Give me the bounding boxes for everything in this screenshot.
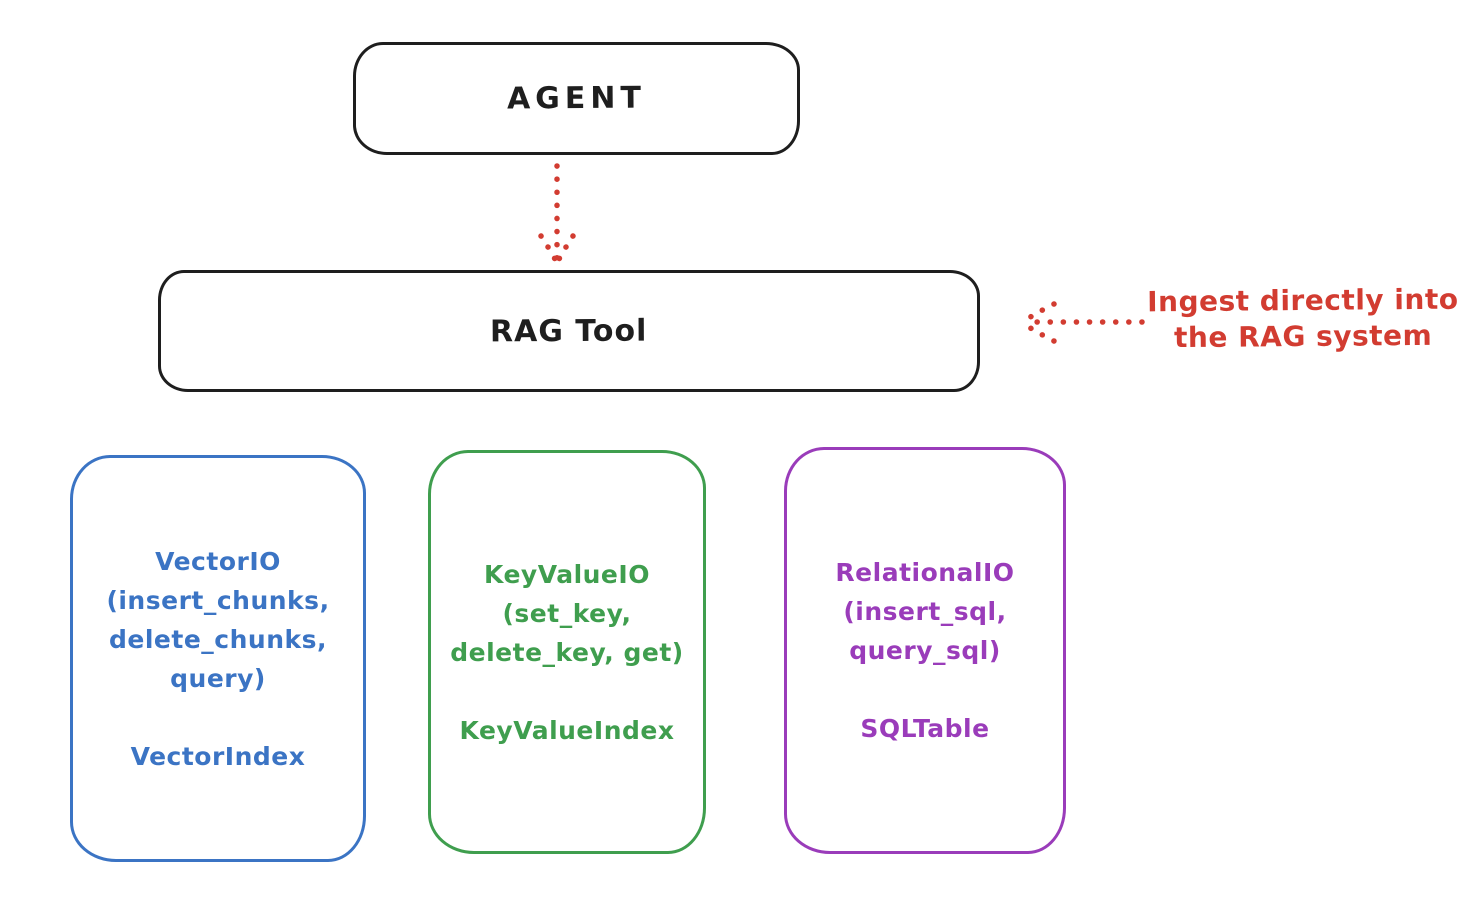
- node-key-value-io[interactable]: KeyValueIO (set_key, delete_key, get) Ke…: [428, 450, 706, 854]
- node-vector-io[interactable]: VectorIO (insert_chunks, delete_chunks, …: [70, 455, 366, 862]
- vector-io-line: VectorIO: [155, 546, 281, 576]
- node-relational-io[interactable]: RelationalIO (insert_sql, query_sql) SQL…: [784, 447, 1066, 854]
- relational-io-line: query_sql): [849, 636, 1001, 665]
- relational-io-line: (insert_sql,: [843, 597, 1007, 626]
- vector-index-label: VectorIndex: [130, 741, 306, 771]
- vector-io-line: query): [170, 663, 266, 693]
- key-value-io-line: (set_key,: [502, 598, 632, 628]
- ingest-annotation-line1: Ingest directly into: [1147, 282, 1459, 319]
- key-value-io-line: KeyValueIO: [484, 559, 650, 589]
- vector-io-line: (insert_chunks,: [106, 585, 330, 615]
- rag-tool-label: RAG Tool: [490, 313, 648, 349]
- vector-io-line: delete_chunks,: [109, 624, 327, 654]
- key-value-io-line: delete_key, get): [450, 637, 684, 667]
- ingest-annotation-arrow-icon[interactable]: [1012, 293, 1152, 355]
- relational-io-line: RelationalIO: [835, 558, 1015, 587]
- agent-to-ragtool-arrow-icon[interactable]: [527, 160, 589, 272]
- sql-table-label: SQLTable: [860, 714, 990, 743]
- node-agent[interactable]: AGENT: [353, 42, 800, 155]
- key-value-index-label: KeyValueIndex: [459, 715, 675, 745]
- node-rag-tool[interactable]: RAG Tool: [158, 270, 980, 392]
- ingest-annotation-text[interactable]: Ingest directly into the RAG system: [1138, 282, 1469, 357]
- ingest-annotation-line2: the RAG system: [1173, 318, 1433, 355]
- agent-label: AGENT: [506, 80, 647, 117]
